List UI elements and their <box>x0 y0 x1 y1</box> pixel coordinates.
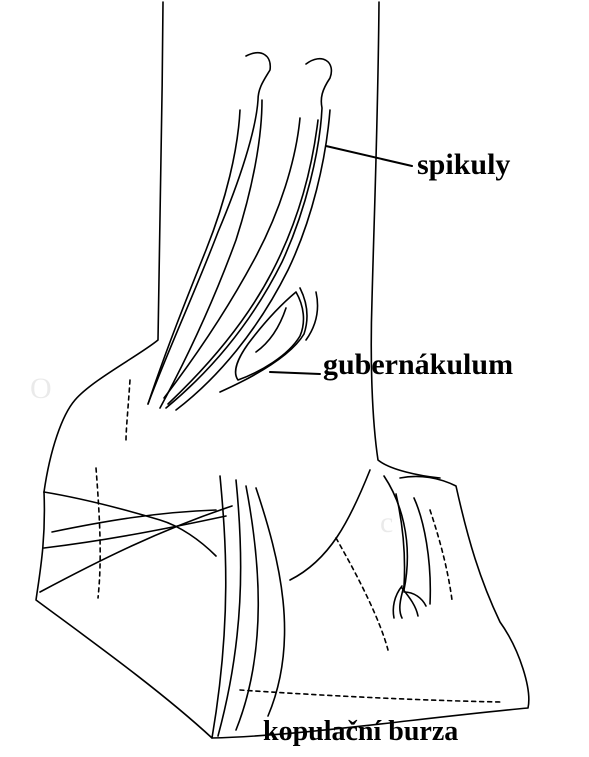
dorsal-ray <box>396 494 405 618</box>
spikuly-leader-line <box>326 146 412 166</box>
bursa-ray-7 <box>256 488 285 716</box>
bursa-ray-5 <box>218 480 241 736</box>
gubernakulum-leader-line <box>270 372 320 374</box>
spicule-right <box>166 59 331 410</box>
gubernaculum-outline <box>236 292 304 380</box>
body-outline-left <box>44 2 163 492</box>
bursa-ray-4 <box>212 476 226 738</box>
bursa-dashed-line <box>96 468 100 598</box>
bursa-ray-2 <box>44 516 226 548</box>
dorsal-ray-branch <box>393 586 426 618</box>
bursa-ray-8 <box>290 470 370 580</box>
bursa-dashed-line <box>126 380 130 440</box>
spicule-left <box>148 53 270 408</box>
bursa-outline <box>36 476 529 738</box>
bursa-dashed-line <box>430 510 452 600</box>
body-outline-right <box>371 2 440 478</box>
label-spikuly: spikuly <box>417 148 510 182</box>
dorsal-ray-outline <box>414 498 430 604</box>
bursa-dashed-line <box>336 538 388 650</box>
bursa-ray-3 <box>40 506 232 592</box>
label-gubernakulum: gubernákulum <box>323 348 513 382</box>
bursa-dashed-line <box>240 690 500 702</box>
label-kopulacni-burza: kopulační burza <box>263 716 458 748</box>
